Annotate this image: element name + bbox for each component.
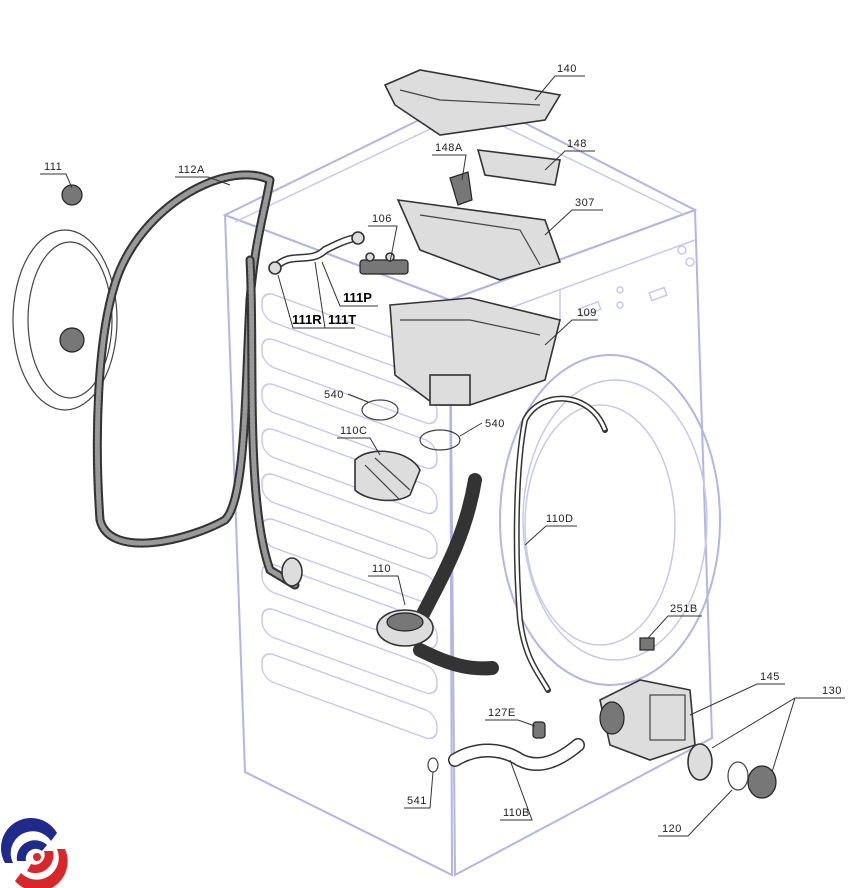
part-130-pump-filter[interactable] xyxy=(687,743,777,799)
callout-labels: 140 148 148A 307 106 111 112A 111P 111R … xyxy=(40,63,845,837)
label-109: 109 xyxy=(577,307,597,319)
label-106: 106 xyxy=(372,213,392,225)
part-148-dispenser-handle[interactable] xyxy=(476,149,561,186)
label-111T: 111T xyxy=(328,312,356,327)
label-127E: 127E xyxy=(488,707,516,719)
part-106-inlet-valve[interactable] xyxy=(359,252,409,275)
part-251B-clip[interactable] xyxy=(639,637,655,651)
brand-logo xyxy=(0,817,68,888)
part-541-clip[interactable] xyxy=(427,757,439,773)
label-541: 541 xyxy=(407,795,427,807)
part-540-hose-clamps[interactable] xyxy=(361,399,461,451)
label-110: 110 xyxy=(372,563,391,575)
label-130: 130 xyxy=(822,685,842,697)
part-110C-bellows[interactable] xyxy=(354,450,421,502)
part-111-inlet-hose[interactable] xyxy=(12,184,118,411)
label-145: 145 xyxy=(760,671,780,683)
label-111P: 111P xyxy=(343,290,372,305)
label-112A: 112A xyxy=(178,164,205,176)
part-111PRT-valve-hoses[interactable] xyxy=(268,231,365,275)
part-110-sump-hose[interactable] xyxy=(376,473,499,676)
label-307: 307 xyxy=(575,197,595,209)
label-540-lower: 540 xyxy=(485,418,505,430)
label-110B: 110B xyxy=(503,807,530,819)
part-110D-hose[interactable] xyxy=(513,395,608,693)
part-140-detergent-housing-top[interactable] xyxy=(383,69,562,136)
label-148: 148 xyxy=(567,138,587,150)
label-110C: 110C xyxy=(340,425,367,437)
part-127E-plug[interactable] xyxy=(532,721,546,739)
label-540-upper: 540 xyxy=(324,389,344,401)
label-111: 111 xyxy=(44,161,62,173)
label-148A: 148A xyxy=(435,142,463,154)
part-120-gasket[interactable] xyxy=(727,761,749,791)
label-110D: 110D xyxy=(546,513,573,525)
label-251B: 251B xyxy=(670,603,698,615)
part-109-dispenser-body[interactable] xyxy=(389,297,561,406)
label-120: 120 xyxy=(662,823,682,835)
part-110B-drain-tube[interactable] xyxy=(448,738,585,771)
part-148A-lever[interactable] xyxy=(449,171,473,206)
part-145-drain-pump[interactable] xyxy=(599,679,696,761)
part-112A-drain-hose[interactable] xyxy=(92,170,303,590)
label-111R: 111R xyxy=(292,312,322,327)
part-307-detergent-drawer[interactable] xyxy=(396,199,562,281)
label-140: 140 xyxy=(557,63,577,75)
